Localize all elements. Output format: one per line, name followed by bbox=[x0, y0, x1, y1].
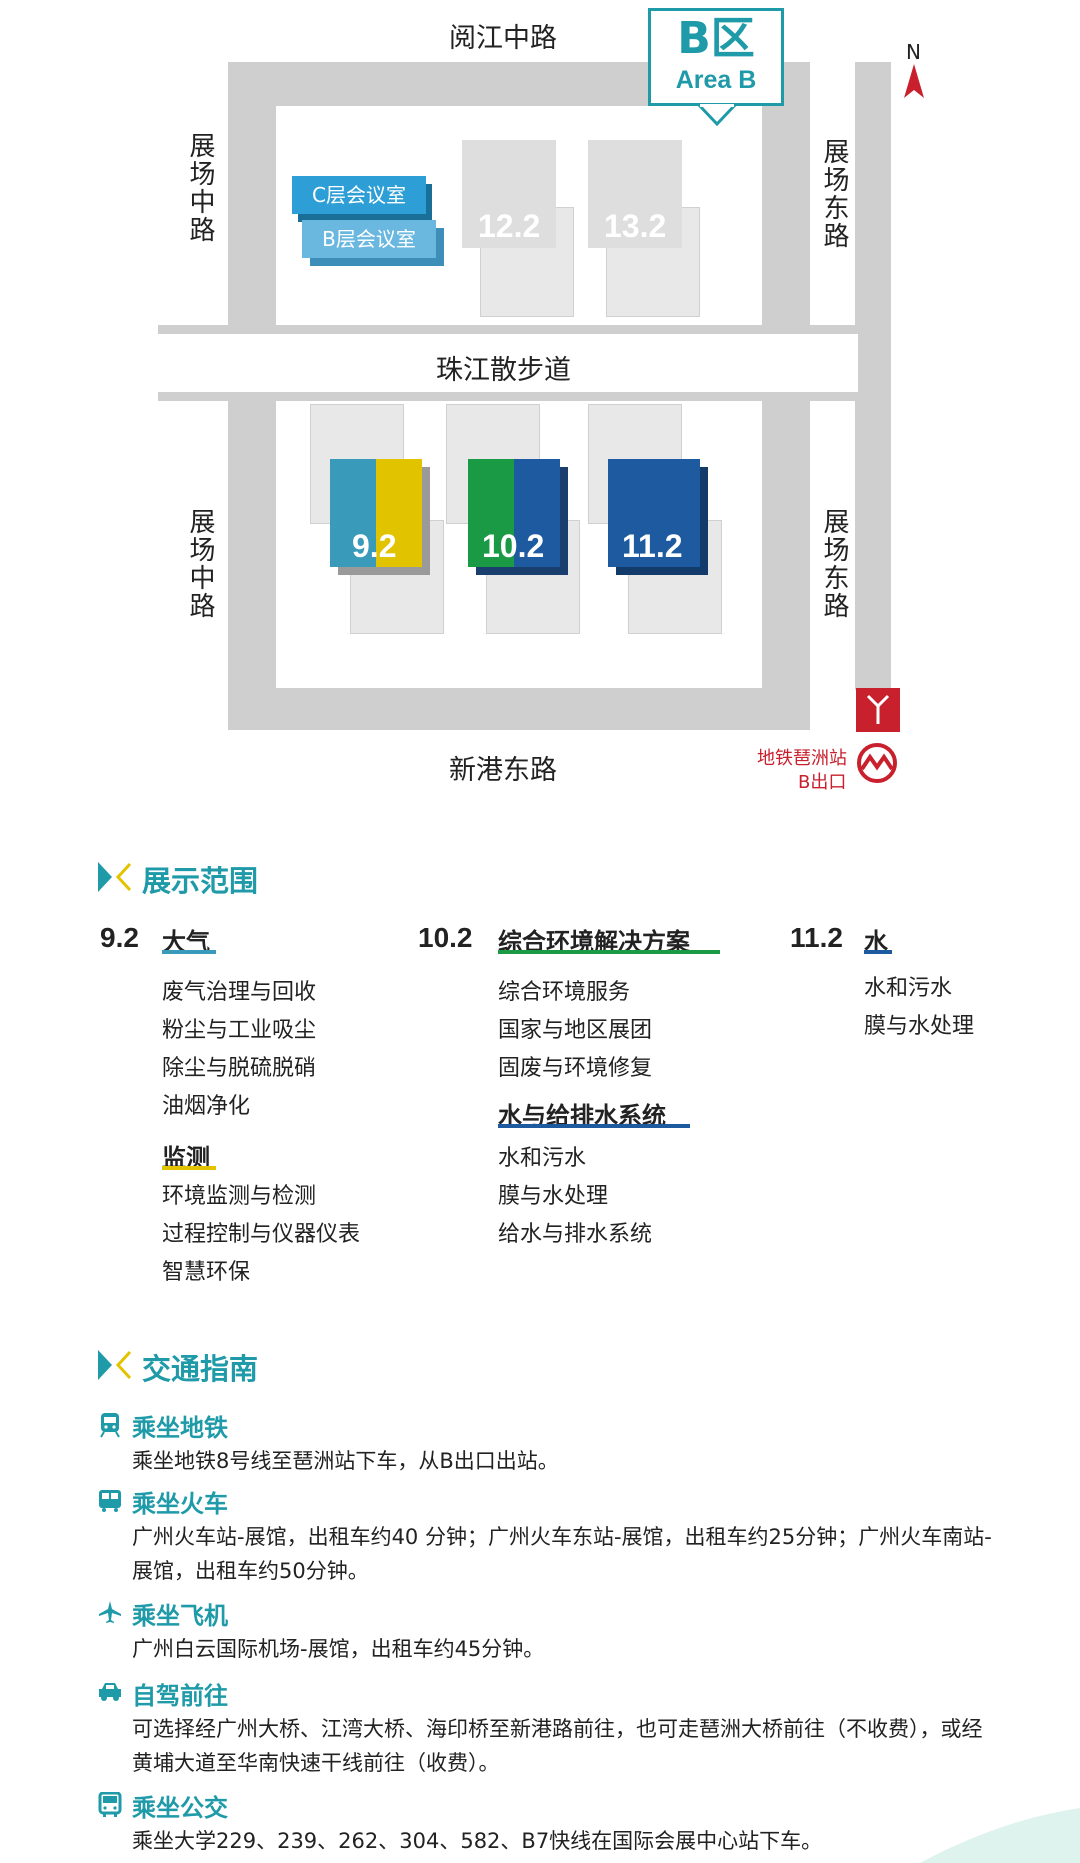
section-arrow-icon bbox=[98, 1350, 132, 1380]
hall-11-label[interactable]: 11.2 bbox=[622, 528, 683, 564]
bus-icon bbox=[98, 1792, 122, 1817]
hall-13-front bbox=[588, 140, 682, 248]
plane-icon bbox=[99, 1601, 121, 1623]
scope-col3-item: 水和污水 bbox=[864, 976, 953, 1001]
transport-metro-body: 乘坐地铁8号线至琶洲站下车，从B出口出站。 bbox=[132, 1449, 559, 1473]
scope-col1-cat2-underline bbox=[162, 1166, 216, 1170]
north-arrow-icon bbox=[904, 64, 924, 98]
metro-exit-icon bbox=[866, 694, 890, 724]
hall-11-block bbox=[608, 459, 700, 567]
car-icon bbox=[99, 1683, 121, 1701]
road-label-north: 阅江中路 bbox=[449, 23, 557, 54]
room-b-level[interactable]: B层会议室 bbox=[302, 220, 436, 258]
transport-train-head: 乘坐火车 bbox=[132, 1490, 228, 1518]
scope-col1-cat1-underline bbox=[162, 950, 216, 954]
far-east-road bbox=[855, 62, 891, 690]
scope-col2-item: 给水与排水系统 bbox=[498, 1222, 653, 1247]
scope-col2-cat1-underline bbox=[498, 950, 720, 954]
transport-train-body: 广州火车站-展馆，出租车约40 分钟；广州火车东站-展馆，出租车约25分钟；广州… bbox=[132, 1525, 992, 1583]
transport-car-body: 可选择经广州大桥、江湾大桥、海印桥至新港路前往，也可走琶洲大桥前往（不收费），或… bbox=[132, 1717, 983, 1775]
area-title: B区 bbox=[677, 13, 755, 64]
road-label-west-lower: 展场中路 bbox=[185, 508, 215, 620]
area-subtitle: Area B bbox=[675, 66, 757, 94]
transport-plane-head: 乘坐飞机 bbox=[132, 1602, 228, 1630]
road-label-east-upper: 展场东路 bbox=[819, 138, 849, 250]
section-arrow-icon bbox=[98, 862, 132, 892]
scope-col1-item: 智慧环保 bbox=[162, 1260, 251, 1285]
transport-plane-body: 广州白云国际机场-展馆，出租车约45分钟。 bbox=[132, 1637, 545, 1661]
promenade-inner bbox=[158, 334, 858, 392]
hall-9-left bbox=[330, 459, 376, 567]
road-label-west-upper: 展场中路 bbox=[185, 132, 215, 244]
area-badge bbox=[648, 8, 784, 106]
scope-col3-item: 膜与水处理 bbox=[864, 1014, 975, 1039]
scope-col2-item: 国家与地区展团 bbox=[498, 1018, 653, 1043]
scope-col3-num: 11.2 bbox=[790, 922, 843, 953]
scope-col1-num: 9.2 bbox=[100, 922, 139, 953]
hall-12-front bbox=[462, 140, 556, 248]
scope-col1-item: 除尘与脱硫脱硝 bbox=[162, 1056, 317, 1081]
scope-col2-num: 10.2 bbox=[418, 922, 473, 953]
scope-col1-item: 过程控制与仪器仪表 bbox=[162, 1222, 361, 1247]
metro-exit-name: B出口 bbox=[798, 772, 847, 793]
south-road bbox=[228, 688, 810, 730]
scope-col1-item: 粉尘与工业吸尘 bbox=[162, 1018, 317, 1043]
transport-car-head: 自驾前往 bbox=[132, 1682, 228, 1710]
scope-col2-cat2-underline bbox=[498, 1124, 690, 1128]
train-icon bbox=[99, 1490, 121, 1512]
subway-icon bbox=[100, 1413, 120, 1438]
compass-label: N bbox=[906, 40, 921, 64]
transport-title: 交通指南 bbox=[142, 1352, 259, 1386]
transport-bus-head: 乘坐公交 bbox=[132, 1794, 228, 1822]
hall-10-right bbox=[514, 459, 560, 567]
scope-title: 展示范围 bbox=[142, 864, 259, 898]
area-badge-pointer bbox=[698, 104, 736, 126]
metro-logo-icon bbox=[857, 743, 897, 783]
hall-9-label[interactable]: 9.2 bbox=[352, 528, 397, 564]
room-c-level[interactable]: C层会议室 bbox=[292, 176, 426, 214]
scope-col2-item: 固废与环境修复 bbox=[498, 1056, 653, 1081]
hall-13-label[interactable]: 13.2 bbox=[604, 208, 667, 244]
scope-col1-item: 废气治理与回收 bbox=[162, 980, 317, 1005]
road-label-east-lower: 展场东路 bbox=[819, 508, 849, 620]
road-label-promenade: 珠江散步道 bbox=[436, 355, 571, 386]
transport-metro-head: 乘坐地铁 bbox=[132, 1414, 228, 1442]
scope-col1-item: 环境监测与检测 bbox=[162, 1184, 317, 1209]
scope-col2-item: 膜与水处理 bbox=[498, 1184, 609, 1209]
decorative-wave bbox=[920, 1808, 1080, 1863]
scope-col1-item: 油烟净化 bbox=[162, 1094, 251, 1119]
scope-col2-item: 水和污水 bbox=[498, 1146, 587, 1171]
hall-10-left bbox=[468, 459, 514, 567]
scope-col3-cat1-underline bbox=[864, 950, 892, 954]
hall-10-label[interactable]: 10.2 bbox=[482, 528, 545, 564]
metro-station-name: 地铁琶洲站 bbox=[757, 748, 847, 769]
hall-9-right bbox=[376, 459, 422, 567]
transport-bus-body: 乘坐大学229、239、262、304、582、B7快线在国际会展中心站下车。 bbox=[132, 1829, 823, 1853]
scope-col2-item: 综合环境服务 bbox=[498, 980, 631, 1005]
hall-12-label[interactable]: 12.2 bbox=[478, 208, 541, 244]
road-label-south: 新港东路 bbox=[449, 755, 557, 786]
